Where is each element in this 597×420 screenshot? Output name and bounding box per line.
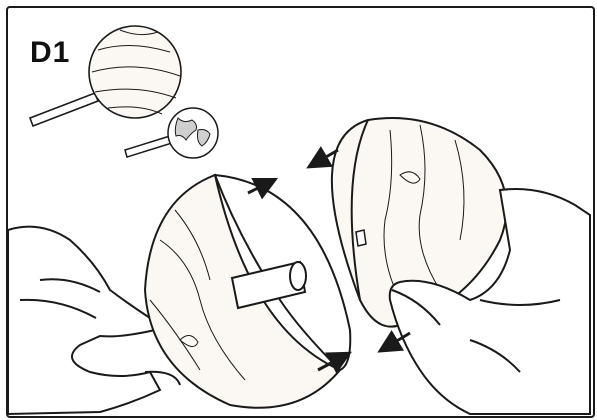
earth-globe-icon [124,107,219,159]
step-label: D1 [30,36,71,69]
arrow-in-lower [377,329,411,353]
left-dome-half [143,173,352,409]
left-hand [7,225,181,416]
arrow-out-lower [317,351,352,374]
wood-grain-planet-icon [28,25,182,128]
right-hand [388,188,591,415]
arrow-in-upper [306,146,339,169]
right-dome-half [330,117,508,328]
arrow-out-upper [247,177,279,200]
arrow-icon [247,146,411,374]
